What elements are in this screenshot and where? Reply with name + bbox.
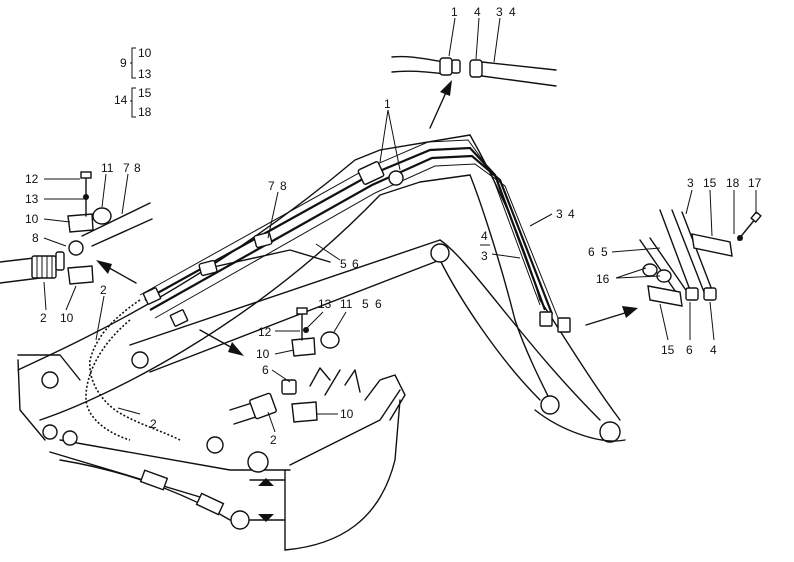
callout-18-right: 18 <box>726 176 740 190</box>
arrow-icon <box>429 80 452 129</box>
callout-5-center: 5 <box>362 297 369 311</box>
callout-6-right: 6 <box>588 245 595 259</box>
callout-2-low: 2 <box>150 417 157 431</box>
arrow-icon <box>96 260 137 284</box>
boom-hoses <box>85 139 571 441</box>
top-hose-detail: 1 4 3 4 <box>391 5 557 129</box>
callout-11-left: 11 <box>101 161 114 175</box>
callout-11-center: 11 <box>340 297 353 311</box>
legend-9: 9 <box>120 56 127 70</box>
callout-7-mid-sub: 8 <box>280 179 287 193</box>
callout-7-left-sub: 8 <box>134 161 141 175</box>
legend-14: 14 <box>114 93 128 107</box>
callout-3: 3 <box>496 5 503 19</box>
callout-12-left: 12 <box>25 172 39 186</box>
nut-icon <box>737 235 743 241</box>
arrow-icon <box>585 306 638 326</box>
callout-1-boom: 1 <box>384 97 391 111</box>
callout-10-left: 10 <box>25 212 39 226</box>
callout-15-right-b: 15 <box>661 343 675 357</box>
callout-7-left: 7 <box>123 161 130 175</box>
callout-10-center-b: 10 <box>340 407 354 421</box>
callout-10-left-b: 10 <box>60 311 74 325</box>
hose-fitting-icon <box>249 379 297 420</box>
legend-10: 10 <box>138 46 152 60</box>
hose-fitting-icon <box>31 251 65 279</box>
callout-13-left: 13 <box>25 192 39 206</box>
callout-4-boom: 4 <box>481 229 488 243</box>
bolt-icon <box>296 307 308 341</box>
callout-3-sub: 4 <box>509 5 516 19</box>
callout-16-right: 16 <box>596 272 610 286</box>
left-fitting-detail: 12 13 10 8 11 7 8 2 10 <box>0 161 153 325</box>
nut-icon <box>83 194 89 200</box>
clamp-icon <box>647 233 733 307</box>
boom-structure <box>17 134 626 551</box>
callout-3-boom: 3 <box>556 207 563 221</box>
callout-12-center: 12 <box>258 325 272 339</box>
clamp-icon <box>291 337 318 423</box>
boom-callouts: 2 2 7 8 1 5 6 3 4 4 3 <box>95 97 575 431</box>
callout-4: 4 <box>474 5 481 19</box>
callout-5-boom-sub: 6 <box>352 257 359 271</box>
callout-3-right: 3 <box>687 176 694 190</box>
callout-2-mid: 2 <box>100 283 107 297</box>
callout-5-center-sub: 6 <box>375 297 382 311</box>
callout-6-right-b: 6 <box>686 343 693 357</box>
clamp-icon <box>67 213 94 285</box>
callout-2-left: 2 <box>40 311 47 325</box>
callout-1: 1 <box>451 5 458 19</box>
legend-18: 18 <box>138 105 152 119</box>
callout-8-left: 8 <box>32 231 39 245</box>
part-group-legend: 9 10 13 14 15 18 <box>114 46 152 119</box>
callout-10-center: 10 <box>256 347 270 361</box>
right-fitting-detail: 3 15 18 17 6 5 16 15 6 4 <box>585 176 762 357</box>
callout-7-mid: 7 <box>268 179 275 193</box>
nut-icon <box>303 327 309 333</box>
callout-17-right: 17 <box>748 176 762 190</box>
callout-13-center: 13 <box>318 297 332 311</box>
callout-3-boom-b: 3 <box>481 249 488 263</box>
legend-13: 13 <box>138 67 152 81</box>
callout-3-boom-sub: 4 <box>568 207 575 221</box>
center-fitting-detail: 12 10 6 10 13 11 5 6 2 <box>199 297 382 447</box>
callout-5-right: 5 <box>601 245 608 259</box>
callout-15-right: 15 <box>703 176 717 190</box>
arrow-icon <box>199 329 244 356</box>
callout-6-center: 6 <box>262 363 269 377</box>
callout-5-boom: 5 <box>340 257 347 271</box>
callout-4-right: 4 <box>710 343 717 357</box>
callout-2-center: 2 <box>270 433 277 447</box>
legend-15: 15 <box>138 86 152 100</box>
